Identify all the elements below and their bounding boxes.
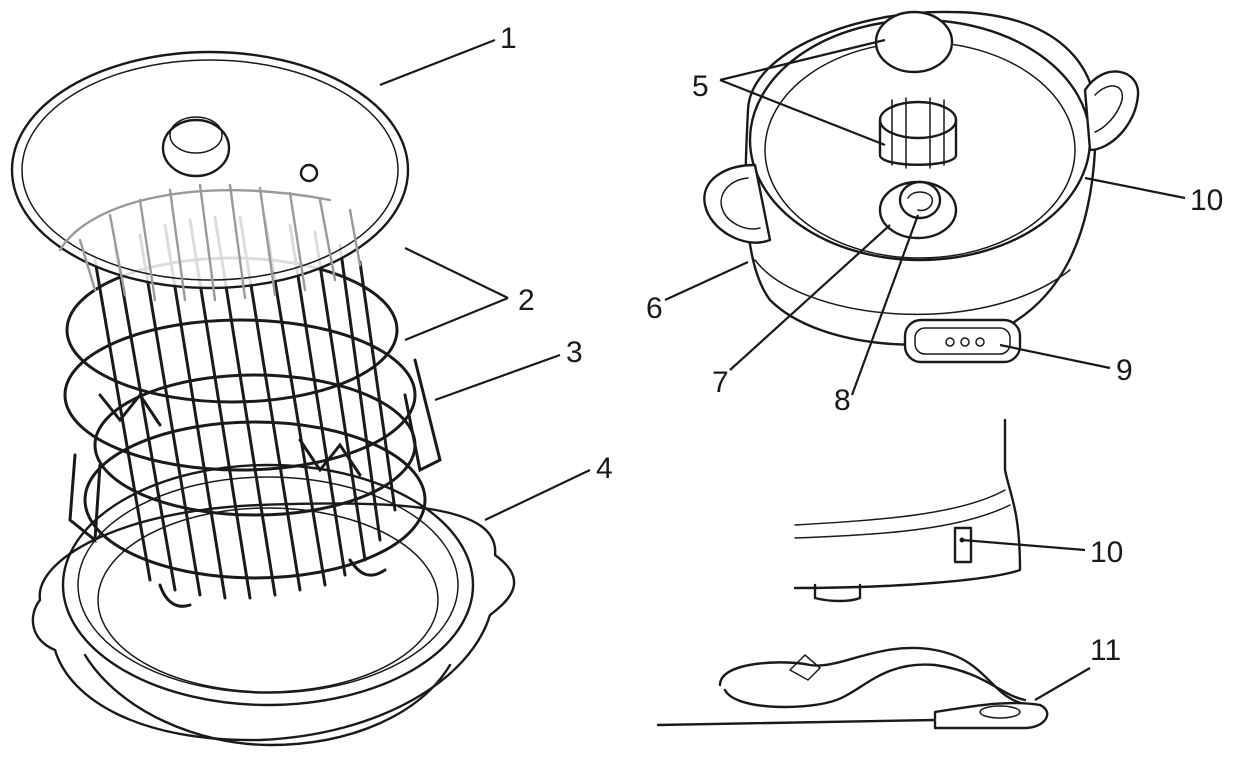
callout-3: 3 <box>566 336 583 369</box>
pot-base <box>31 463 516 747</box>
lid-grid-ghost <box>78 183 362 302</box>
callout-2: 2 <box>518 284 535 317</box>
handle-left <box>703 163 772 244</box>
callout-7: 7 <box>712 366 729 399</box>
tall-rack <box>68 358 442 608</box>
knob-and-collar <box>874 10 958 169</box>
temperature-probe <box>656 646 1091 730</box>
heating-socket <box>878 180 958 240</box>
callout-10-bottom: 10 <box>1090 536 1123 569</box>
callout-labels: 1 2 3 4 5 6 7 8 9 10 10 11 <box>500 22 1223 667</box>
exploded-assembly <box>10 38 591 747</box>
callout-10-top: 10 <box>1190 184 1223 217</box>
leaders-cooker <box>664 38 1186 396</box>
glass-lid <box>10 50 410 302</box>
callout-5: 5 <box>692 70 709 103</box>
callout-8: 8 <box>834 384 851 417</box>
callout-11: 11 <box>1090 634 1121 667</box>
side-view-base <box>793 418 1086 603</box>
callout-9: 9 <box>1116 354 1133 387</box>
callout-6: 6 <box>646 292 663 325</box>
callout-4: 4 <box>596 452 613 485</box>
leaders-left <box>379 38 591 521</box>
callout-1: 1 <box>500 22 517 55</box>
control-panel <box>903 318 1022 364</box>
cooker-body <box>664 10 1186 396</box>
handle-right <box>1083 70 1140 152</box>
